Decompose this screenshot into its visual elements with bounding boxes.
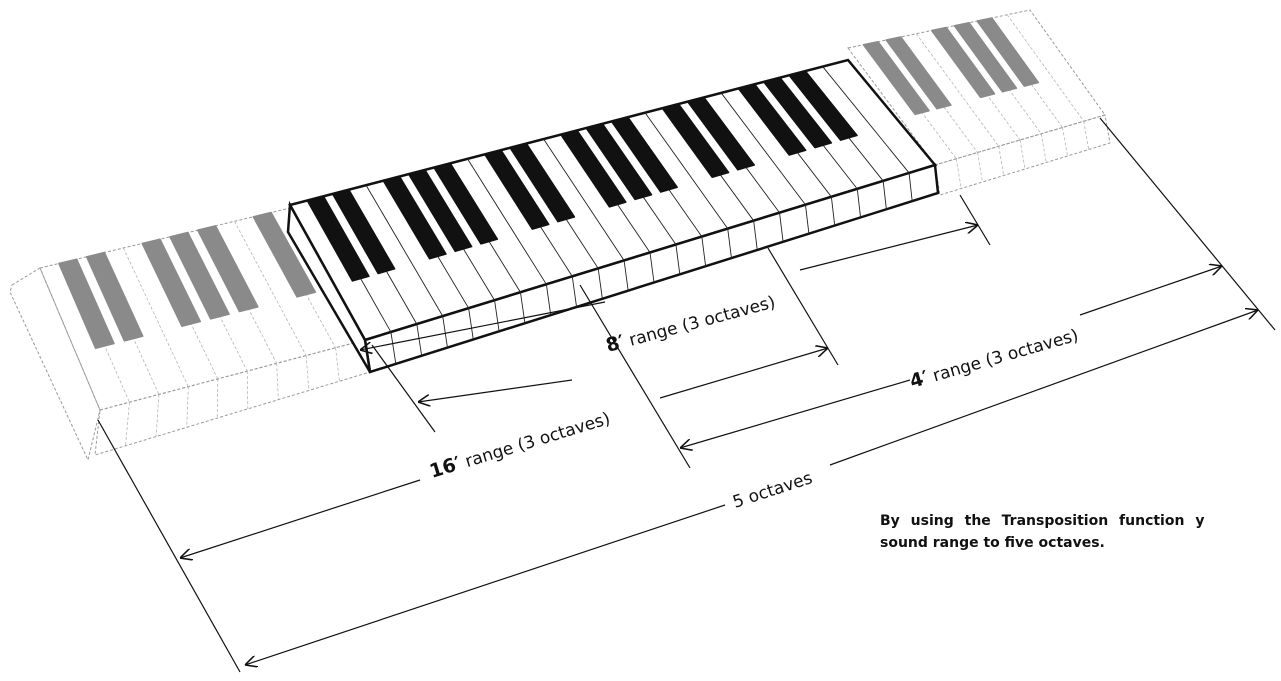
main-black-keys xyxy=(306,70,858,282)
white-key-front-edge xyxy=(416,324,423,356)
white-key-front-edge xyxy=(305,355,310,391)
black-key xyxy=(976,17,1040,87)
black-key xyxy=(85,251,144,342)
black-key xyxy=(885,36,952,110)
black-key xyxy=(862,40,930,116)
white-key-edge xyxy=(1006,14,1085,122)
caption-text: By using the Transposition function y so… xyxy=(880,510,1281,554)
white-key-edge xyxy=(915,33,1000,147)
white-key-front-edge xyxy=(1040,133,1047,163)
white-key-front-edge xyxy=(908,172,913,202)
black-key xyxy=(686,96,756,171)
white-key-edge xyxy=(543,138,625,261)
black-key xyxy=(763,76,833,149)
white-key-edge xyxy=(122,247,189,387)
white-key-front-edge xyxy=(216,378,219,419)
white-key-edge xyxy=(822,66,910,174)
white-key-edge xyxy=(720,92,806,206)
white-key-front-edge xyxy=(125,402,130,446)
label-4ft-range: 4′ range (3 octaves) xyxy=(907,324,1080,393)
white-key-front-edge xyxy=(246,371,249,409)
black-key xyxy=(382,175,447,260)
white-key-front-edge xyxy=(186,386,189,428)
label-16ft-range: 16′ range (3 octaves) xyxy=(427,407,613,483)
white-key-front-edge xyxy=(155,394,160,437)
white-key-front-edge xyxy=(649,252,655,283)
faded-black-keys-left xyxy=(58,211,317,349)
white-key-edge xyxy=(467,158,547,285)
black-key xyxy=(737,83,807,156)
black-key xyxy=(484,149,550,230)
white-key-edge xyxy=(365,184,444,317)
black-key xyxy=(58,258,115,349)
white-key-front-edge xyxy=(1019,139,1026,170)
white-key-front-edge xyxy=(977,152,983,183)
black-key xyxy=(141,238,202,327)
white-key-front-edge xyxy=(468,308,474,340)
black-key xyxy=(661,103,730,178)
white-key-front-edge xyxy=(597,268,603,299)
white-key-front-edge xyxy=(545,284,552,316)
white-key-front-edge xyxy=(998,146,1005,176)
white-key-edge xyxy=(234,221,307,356)
white-key-front-edge xyxy=(390,331,397,364)
black-key xyxy=(197,225,259,313)
white-key-front-edge xyxy=(571,276,577,307)
black-key xyxy=(788,70,858,141)
white-key-front-edge xyxy=(955,158,962,189)
black-key xyxy=(407,169,473,253)
black-key xyxy=(560,129,627,208)
white-key-front-edge xyxy=(335,347,340,382)
white-key-front-edge xyxy=(779,212,784,242)
white-key-front-edge xyxy=(1083,121,1090,150)
black-key xyxy=(585,123,653,201)
caption-line-2: sound range to five octaves. xyxy=(880,535,1105,551)
black-key xyxy=(252,211,317,298)
main-keyboard xyxy=(286,58,940,374)
white-key-front-edge xyxy=(675,244,681,275)
white-key-front-edge xyxy=(701,236,707,267)
label-8ft-range: 8′ range (3 octaves) xyxy=(604,291,778,357)
black-key xyxy=(610,116,678,193)
faded-black-keys-right xyxy=(862,17,1040,116)
white-key-front-edge xyxy=(830,196,836,226)
dimension-lines xyxy=(97,117,1276,673)
white-key-front-edge xyxy=(442,316,448,348)
white-key-front-edge xyxy=(727,228,732,259)
black-key xyxy=(433,162,499,245)
white-key-front-edge xyxy=(882,180,887,210)
white-key-front-edge xyxy=(856,188,861,218)
white-key-front-edge xyxy=(276,363,279,400)
black-key xyxy=(509,142,576,223)
white-key-front-edge xyxy=(805,204,810,234)
white-key-front-edge xyxy=(494,300,500,332)
label-5-octaves: 5 octaves xyxy=(730,468,815,513)
white-key-edge xyxy=(644,112,729,229)
white-key-front-edge xyxy=(753,220,758,251)
black-key xyxy=(169,231,230,320)
black-key xyxy=(331,188,396,275)
black-key xyxy=(930,26,996,99)
black-key xyxy=(953,21,1018,93)
caption-line-1: By using the Transposition function y xyxy=(880,513,1205,529)
white-key-front-edge xyxy=(1062,127,1068,157)
white-key-front-edge xyxy=(623,260,629,291)
faded-keyboard-right xyxy=(847,9,1111,196)
black-key xyxy=(306,195,370,282)
